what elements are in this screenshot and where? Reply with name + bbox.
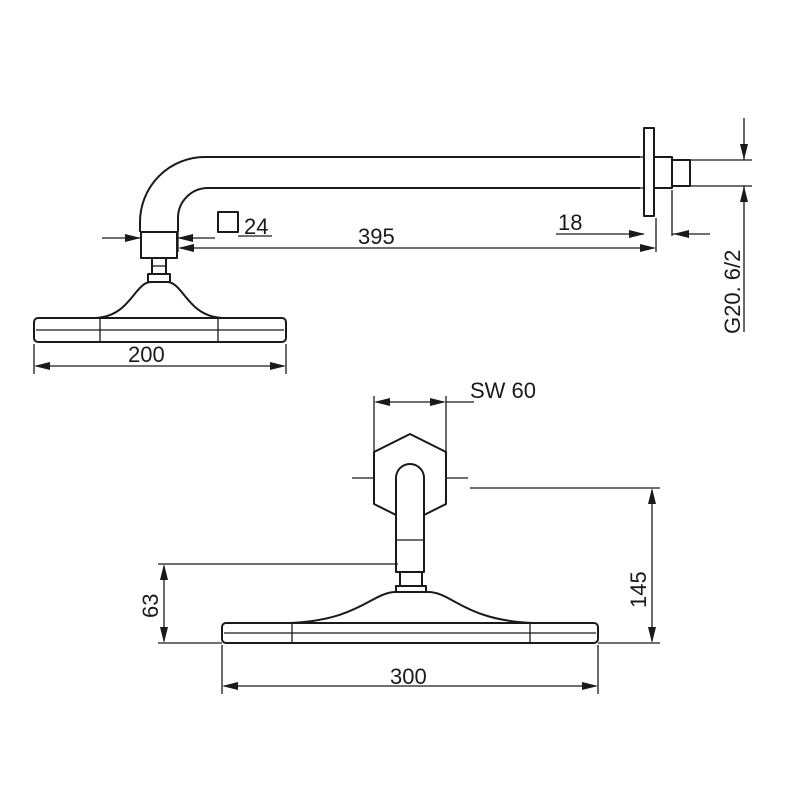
dim-395-label: 395 <box>358 224 395 249</box>
shower-arm-inner <box>177 187 640 232</box>
flange-collar <box>653 156 673 189</box>
dim-300-label: 300 <box>390 664 427 689</box>
front-head-dome <box>289 591 533 624</box>
thread-tail <box>671 159 691 187</box>
front-connector <box>399 571 423 587</box>
side-view: 200 395 24 18 G20. 6/2 <box>33 118 752 374</box>
dim-18-label: 18 <box>558 210 582 235</box>
dim-thread-label: G20. 6/2 <box>720 250 745 334</box>
square-section-symbol <box>217 211 239 233</box>
head-dome <box>95 281 223 319</box>
front-view: SW 60 145 63 300 <box>138 378 660 694</box>
dim-sw60-label: SW 60 <box>470 378 536 403</box>
dim-63-label: 63 <box>138 594 163 618</box>
dim-145-label: 145 <box>626 571 651 608</box>
front-pipe <box>395 463 425 573</box>
dim-24-label: 24 <box>244 214 268 239</box>
swivel-connector <box>140 231 178 259</box>
wall-flange <box>643 127 655 217</box>
shower-arm-outer <box>139 156 640 232</box>
dim-200-label: 200 <box>128 342 165 367</box>
